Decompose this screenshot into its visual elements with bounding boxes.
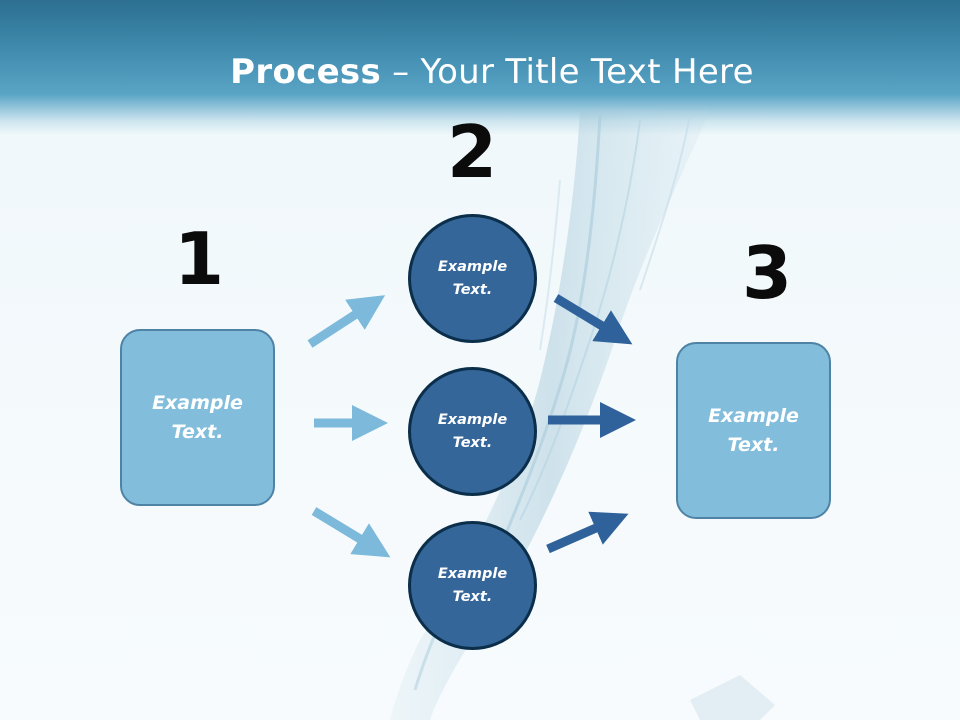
step-1-box: Example Text. (120, 329, 275, 506)
arrow-1-to-top-circle (307, 295, 386, 348)
step-1-number: 1 (173, 217, 225, 301)
title-bold-text: Process (230, 52, 382, 92)
step-2-circle-bottom-text: Example Text. (437, 566, 508, 605)
step-2-circle-middle: Example Text. (408, 367, 537, 496)
step-3-number: 3 (741, 231, 793, 315)
step-2-number: 2 (446, 110, 498, 194)
step-2-circle-top: Example Text. (408, 214, 537, 343)
step-2-circle-middle-text: Example Text. (437, 412, 508, 451)
step-2-circle-top-text: Example Text. (437, 259, 508, 298)
arrow-1-to-bottom-circle (311, 507, 391, 558)
title-rest-text: – Your Title Text Here (381, 52, 754, 92)
arrow-bottom-circle-to-3 (546, 511, 629, 554)
step-3-box: Example Text. (676, 342, 831, 519)
arrow-top-circle-to-3 (553, 294, 633, 345)
step-2-circle-bottom: Example Text. (408, 521, 537, 650)
step-3-box-text: Example Text. (708, 405, 799, 456)
step-1-box-text: Example Text. (152, 392, 243, 443)
title-banner (0, 0, 960, 135)
slide-title: Process – Your Title Text Here (0, 52, 960, 92)
